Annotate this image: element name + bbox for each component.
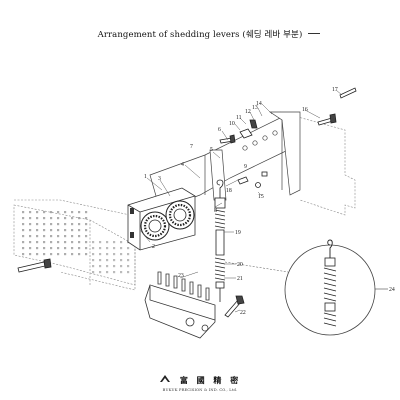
label-11: 11: [236, 115, 242, 121]
label-6: 6: [218, 127, 221, 133]
part-labels: 1 2 3 4 5 6 7 8 9 10 11 12 13 14 15 16 1…: [144, 87, 395, 316]
detail-circle: [224, 239, 388, 336]
label-22: 22: [240, 310, 246, 316]
lever-arm: [209, 111, 301, 201]
brand-korean: 富 國 精 密: [179, 375, 242, 385]
spring-holder-teeth: [157, 271, 210, 301]
label-2: 2: [152, 244, 155, 250]
page-title: Arrangement of shedding levers (쉐딩 레바 부분…: [0, 28, 400, 40]
label-17: 17: [332, 87, 338, 93]
label-10: 10: [229, 121, 235, 127]
label-19: 19: [235, 230, 241, 236]
label-1: 1: [144, 174, 147, 180]
label-24: 24: [389, 287, 395, 293]
leader-lines: [139, 89, 343, 313]
brand-english: BUKUK PRECISION & IND. CO., Ltd.: [162, 388, 238, 392]
label-7: 7: [190, 144, 193, 150]
label-8: 8: [214, 208, 217, 214]
label-23: 23: [178, 273, 184, 279]
label-5: 5: [210, 147, 213, 153]
spring-assembly: [214, 179, 226, 302]
frame-hole-grid: [18, 210, 88, 258]
bolt-parts: [17, 87, 357, 318]
label-21: 21: [237, 276, 243, 282]
label-14: 14: [256, 101, 262, 107]
bearing-block: [127, 187, 196, 251]
label-20: 20: [237, 262, 243, 268]
spring-holder-bar: [144, 284, 216, 339]
label-13: 13: [252, 105, 258, 111]
label-16: 16: [302, 107, 308, 113]
frame-hole-grid-2: [92, 240, 130, 275]
company-footer: 富 國 精 密 BUKUK PRECISION & IND. CO., Ltd.: [0, 368, 400, 392]
label-9: 9: [244, 164, 247, 170]
company-logo-icon: [159, 375, 170, 382]
label-3: 3: [158, 176, 161, 182]
label-12: 12: [245, 109, 251, 115]
label-18: 18: [226, 188, 232, 194]
label-15: 15: [258, 194, 264, 200]
label-4: 4: [181, 162, 184, 168]
